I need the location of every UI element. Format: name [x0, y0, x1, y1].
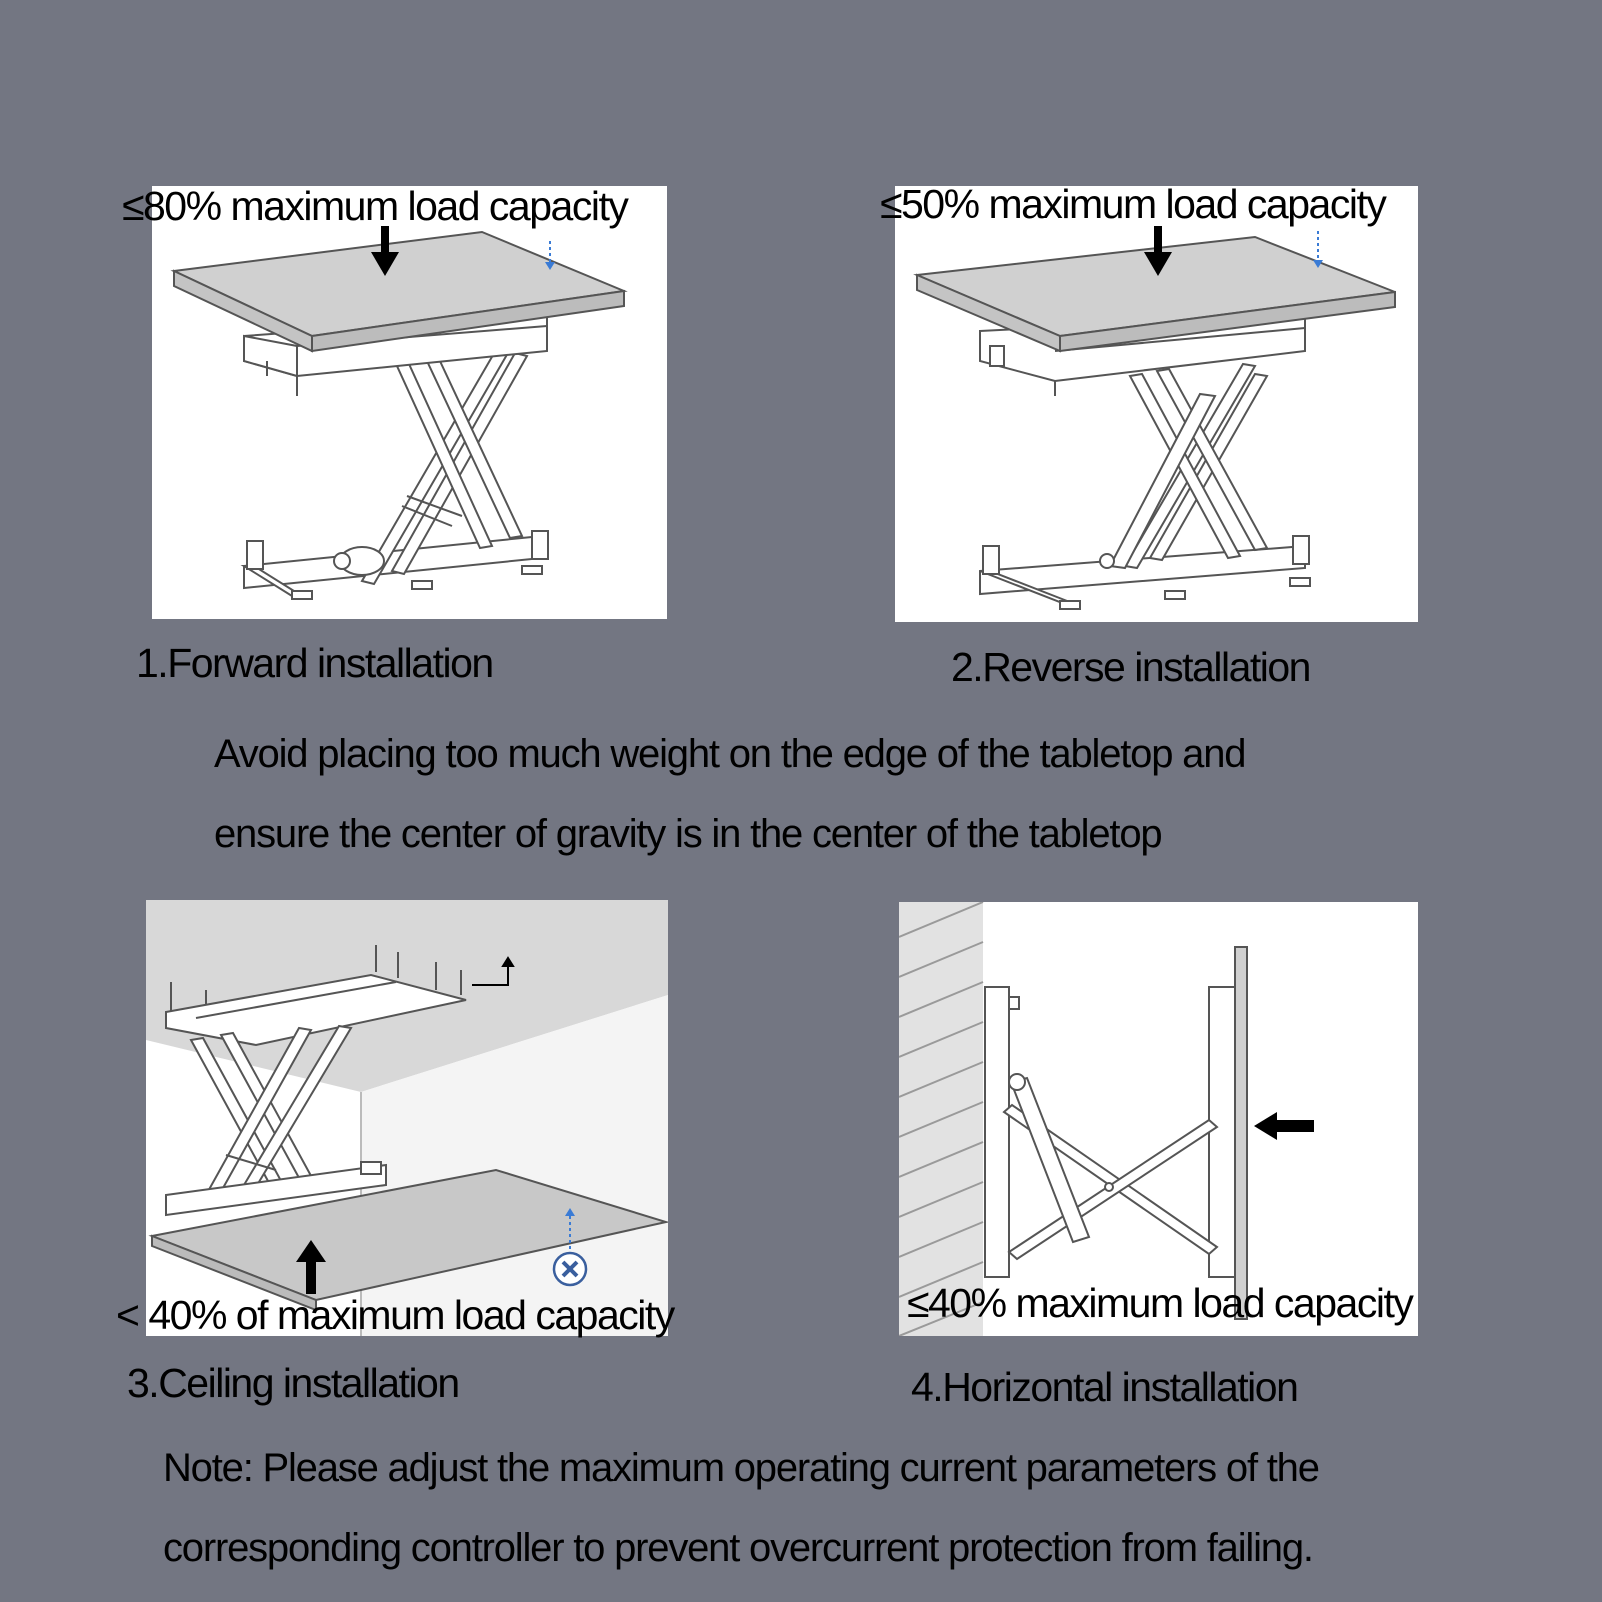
label-reverse-installation: 2.Reverse installation [951, 644, 1311, 690]
dashed-edge-arrow-icon [545, 241, 555, 270]
label-ceiling-installation: 3.Ceiling installation [127, 1360, 460, 1406]
corner-arrow-icon [472, 956, 515, 986]
load-arrow-icon [371, 226, 399, 276]
diagram-reverse-installation [895, 186, 1418, 622]
diagram-horizontal-installation [899, 902, 1418, 1336]
load-arrow-icon [1144, 226, 1172, 276]
capacity-text-forward: ≤80% maximum load capacity [122, 183, 629, 229]
note-line1: Note: Please adjust the maximum operatin… [163, 1446, 1320, 1490]
label-horizontal-installation: 4.Horizontal installation [911, 1364, 1299, 1410]
diagram-ceiling-installation [146, 900, 668, 1336]
center-advice-line2: ensure the center of gravity is in the c… [214, 812, 1163, 856]
diagram-forward-installation [152, 186, 667, 619]
label-forward-installation: 1.Forward installation [136, 640, 494, 686]
capacity-text-ceiling: < 40% of maximum load capacity [116, 1292, 675, 1338]
prohibited-x-icon [552, 1251, 588, 1287]
side-push-arrow-icon [1254, 1112, 1314, 1140]
dashed-edge-arrow-icon [565, 1208, 575, 1255]
note-line2: corresponding controller to prevent over… [163, 1526, 1314, 1570]
capacity-text-horizontal: ≤40% maximum load capacity [907, 1280, 1414, 1326]
dashed-edge-arrow-icon [1313, 231, 1323, 268]
load-arrow-icon [296, 1240, 326, 1294]
center-advice-line1: Avoid placing too much weight on the edg… [214, 732, 1247, 776]
capacity-text-reverse: ≤50% maximum load capacity [880, 181, 1387, 227]
